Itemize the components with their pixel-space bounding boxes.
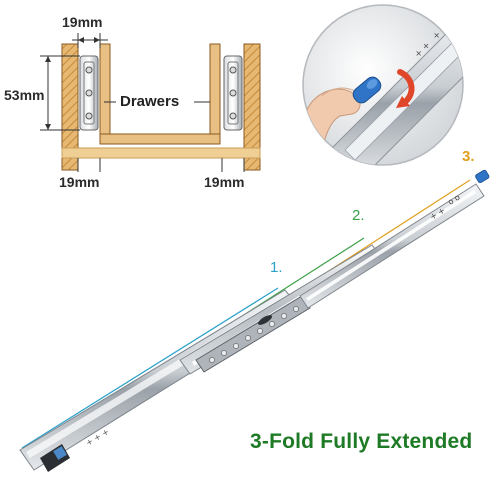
dimension-top-label: 19mm bbox=[62, 14, 103, 30]
slide-inner-member: + + o o bbox=[299, 169, 490, 309]
drawer-bottom bbox=[99, 133, 221, 145]
dimension-lines bbox=[40, 33, 245, 172]
extension-step-3: 3. bbox=[462, 148, 475, 165]
ball-bearing-icon bbox=[195, 295, 311, 373]
dimension-height-label: 53mm bbox=[4, 87, 45, 103]
extension-step-1: 1. bbox=[270, 259, 283, 276]
slide-profile-right bbox=[223, 55, 243, 131]
cabinet-wall-left bbox=[61, 43, 79, 171]
release-lever-icon bbox=[352, 76, 382, 104]
drawers-label: Drawers bbox=[120, 93, 180, 110]
extension-line-1 bbox=[21, 287, 279, 449]
product-caption: 3-Fold Fully Extended bbox=[250, 430, 473, 453]
dimension-bottom-left-label: 19mm bbox=[59, 174, 100, 190]
drawer-side-left bbox=[99, 43, 111, 145]
extension-step-2: 2. bbox=[352, 207, 365, 224]
dimension-bottom-right-label: 19mm bbox=[204, 174, 245, 190]
slide-profile-left bbox=[79, 55, 99, 131]
drawer-front-strip bbox=[61, 147, 261, 159]
drawer-side-right bbox=[209, 43, 221, 145]
rotate-arrow-icon bbox=[396, 69, 415, 108]
cabinet-wall-right bbox=[243, 43, 261, 171]
